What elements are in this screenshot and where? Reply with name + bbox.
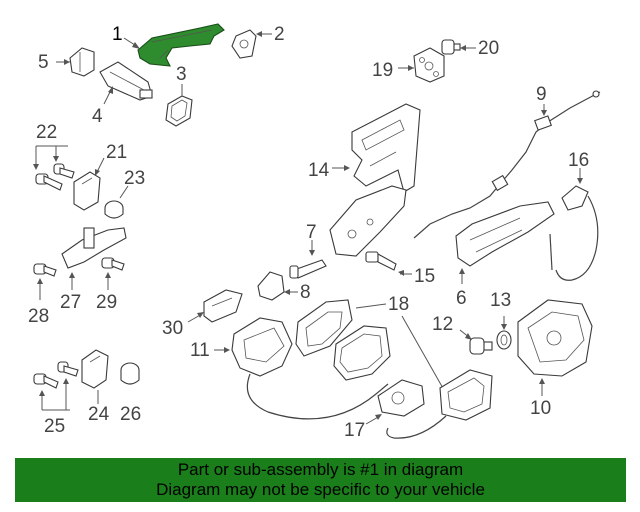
callout-3[interactable]: 3 <box>176 64 187 85</box>
part-6-inner-handle[interactable] <box>455 201 555 267</box>
callout-19[interactable]: 19 <box>372 60 393 81</box>
part-23-bushing[interactable] <box>104 200 124 219</box>
callout-16[interactable]: 16 <box>568 150 589 171</box>
callout-6[interactable]: 6 <box>456 288 467 309</box>
part-13-grommet[interactable] <box>496 330 512 350</box>
part-25-screws[interactable] <box>33 361 79 389</box>
part-29-screw[interactable] <box>101 257 125 271</box>
callout-26[interactable]: 26 <box>120 404 141 425</box>
callout-10[interactable]: 10 <box>530 398 551 419</box>
callout-22[interactable]: 22 <box>36 122 57 143</box>
part-24-bracket[interactable] <box>81 349 109 389</box>
callout-2[interactable]: 2 <box>274 24 285 45</box>
part-30-clip[interactable] <box>203 289 243 323</box>
callout-15[interactable]: 15 <box>414 266 435 287</box>
banner-line-2: Diagram may not be specific to your vehi… <box>156 480 485 499</box>
part-27-hinge[interactable] <box>61 227 127 269</box>
part-22-screws[interactable] <box>35 163 75 191</box>
part-16-rod[interactable] <box>549 185 599 281</box>
part-17-motor[interactable] <box>377 379 425 417</box>
part-7-bolt[interactable] <box>289 259 327 279</box>
callout-7[interactable]: 7 <box>306 222 317 243</box>
part-2-bracket[interactable] <box>231 29 257 59</box>
carrier-bracket[interactable] <box>329 185 407 257</box>
info-banner: Part or sub-assembly is #1 in diagram Di… <box>15 458 626 502</box>
callout-25[interactable]: 25 <box>44 416 65 437</box>
callout-11[interactable]: 11 <box>190 340 210 361</box>
part-1-handle[interactable] <box>137 23 225 67</box>
part-21-bracket[interactable] <box>73 171 101 211</box>
part-26-bushing[interactable] <box>120 362 140 385</box>
callout-9[interactable]: 9 <box>536 84 547 105</box>
callout-14[interactable]: 14 <box>308 160 330 181</box>
callout-23[interactable]: 23 <box>124 168 145 189</box>
part-15-screw[interactable] <box>365 251 397 271</box>
part-20-bolt[interactable] <box>441 39 461 55</box>
callouts: 1 2 3 4 5 6 7 8 9 10 11 12 13 14 15 16 1… <box>28 24 589 441</box>
part-3-gasket[interactable] <box>165 95 193 127</box>
callout-29[interactable]: 29 <box>96 292 117 313</box>
part-28-screw[interactable] <box>33 263 57 277</box>
callout-21[interactable]: 21 <box>106 142 127 163</box>
part-5-cap[interactable] <box>69 47 95 77</box>
callout-1[interactable]: 1 <box>112 24 123 45</box>
callout-5[interactable]: 5 <box>38 52 49 73</box>
part-18-seal[interactable] <box>295 299 391 381</box>
callout-8[interactable]: 8 <box>300 282 311 303</box>
callout-4[interactable]: 4 <box>92 106 103 127</box>
part-9-cable[interactable] <box>413 90 601 239</box>
part-8-cap[interactable] <box>257 271 285 301</box>
callout-12[interactable]: 12 <box>432 314 453 335</box>
callout-28[interactable]: 28 <box>28 306 49 327</box>
part-14-carrier[interactable] <box>351 103 421 193</box>
part-12-screw[interactable] <box>469 337 493 355</box>
part-4-lock-cylinder[interactable] <box>99 61 153 101</box>
part-10-latch-assembly[interactable] <box>517 299 593 377</box>
callout-18[interactable]: 18 <box>388 294 409 315</box>
callout-24[interactable]: 24 <box>88 404 110 425</box>
callout-13[interactable]: 13 <box>490 290 511 311</box>
callout-30[interactable]: 30 <box>162 318 183 339</box>
part-19-plate[interactable] <box>413 47 445 83</box>
part-11-latch[interactable] <box>231 317 389 420</box>
banner-line-1: Part or sub-assembly is #1 in diagram <box>177 460 464 479</box>
callout-27[interactable]: 27 <box>60 292 81 313</box>
parts-diagram: 1 2 3 4 5 6 7 8 9 10 11 12 13 14 15 16 1… <box>28 23 601 441</box>
callout-20[interactable]: 20 <box>478 38 499 59</box>
latch-rear[interactable] <box>386 369 493 439</box>
callout-17[interactable]: 17 <box>344 420 365 441</box>
